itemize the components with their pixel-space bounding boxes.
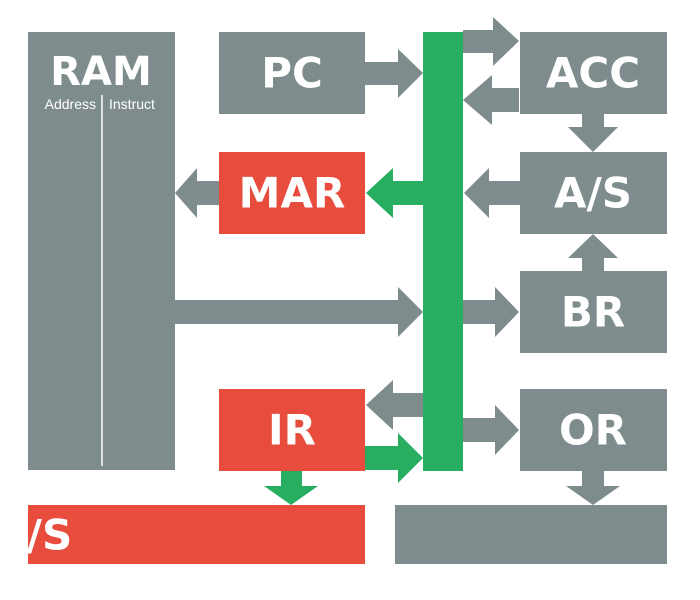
or-block: OR — [520, 389, 667, 471]
arrow-bus-to-or — [463, 405, 519, 455]
ir-label: IR — [268, 406, 316, 455]
mar-label: MAR — [239, 169, 346, 218]
acc-label: ACC — [546, 49, 640, 98]
arrow-acc-to-bus — [463, 75, 519, 125]
ir-block-shape — [219, 389, 365, 471]
arrow-ram-to-bus — [175, 287, 423, 337]
arrow-mar-to-ram — [175, 168, 219, 218]
arrow-bus-to-acc — [463, 17, 519, 66]
arrow-acc-to-as — [568, 114, 618, 152]
pc-block: PC — [219, 32, 365, 114]
as-block: A/S — [520, 152, 667, 234]
ir-block: IR — [219, 389, 365, 471]
ram-instruct-label: Instruct — [109, 96, 155, 112]
arrow-pc-to-bus — [365, 49, 423, 98]
acc-block-shape — [520, 32, 667, 114]
cs-block: C/S — [0, 505, 365, 564]
arrow-as-to-bus — [464, 168, 520, 218]
pc-label: PC — [261, 49, 323, 98]
br-block: BR — [520, 271, 667, 353]
data-bus — [423, 32, 463, 471]
br-label: BR — [561, 288, 625, 337]
as-block-shape — [520, 152, 667, 234]
cs-block-shape — [28, 505, 365, 564]
br-block-shape — [520, 271, 667, 353]
ram-address-label: Address — [45, 96, 96, 112]
arrow-br-to-as — [568, 234, 618, 271]
cs-label: C/S — [0, 511, 72, 560]
arrow-or-to-output — [566, 471, 620, 505]
ram-block: RAM Address Instruct — [28, 32, 175, 470]
pc-block-shape — [219, 32, 365, 114]
arrow-ir-to-bus — [365, 433, 423, 483]
or-block-shape — [520, 389, 667, 471]
arrow-bus-to-mar — [366, 168, 423, 218]
output-bar — [395, 505, 667, 564]
acc-block: ACC — [520, 32, 667, 114]
arrow-bus-to-ir — [366, 380, 423, 430]
as-label: A/S — [554, 169, 632, 218]
arrow-ir-to-cs — [264, 471, 318, 505]
mar-block: MAR — [219, 152, 365, 234]
or-label: OR — [559, 406, 627, 455]
ram-label: RAM — [50, 49, 152, 95]
mar-block-shape — [219, 152, 365, 234]
arrow-bus-to-br — [463, 287, 519, 337]
